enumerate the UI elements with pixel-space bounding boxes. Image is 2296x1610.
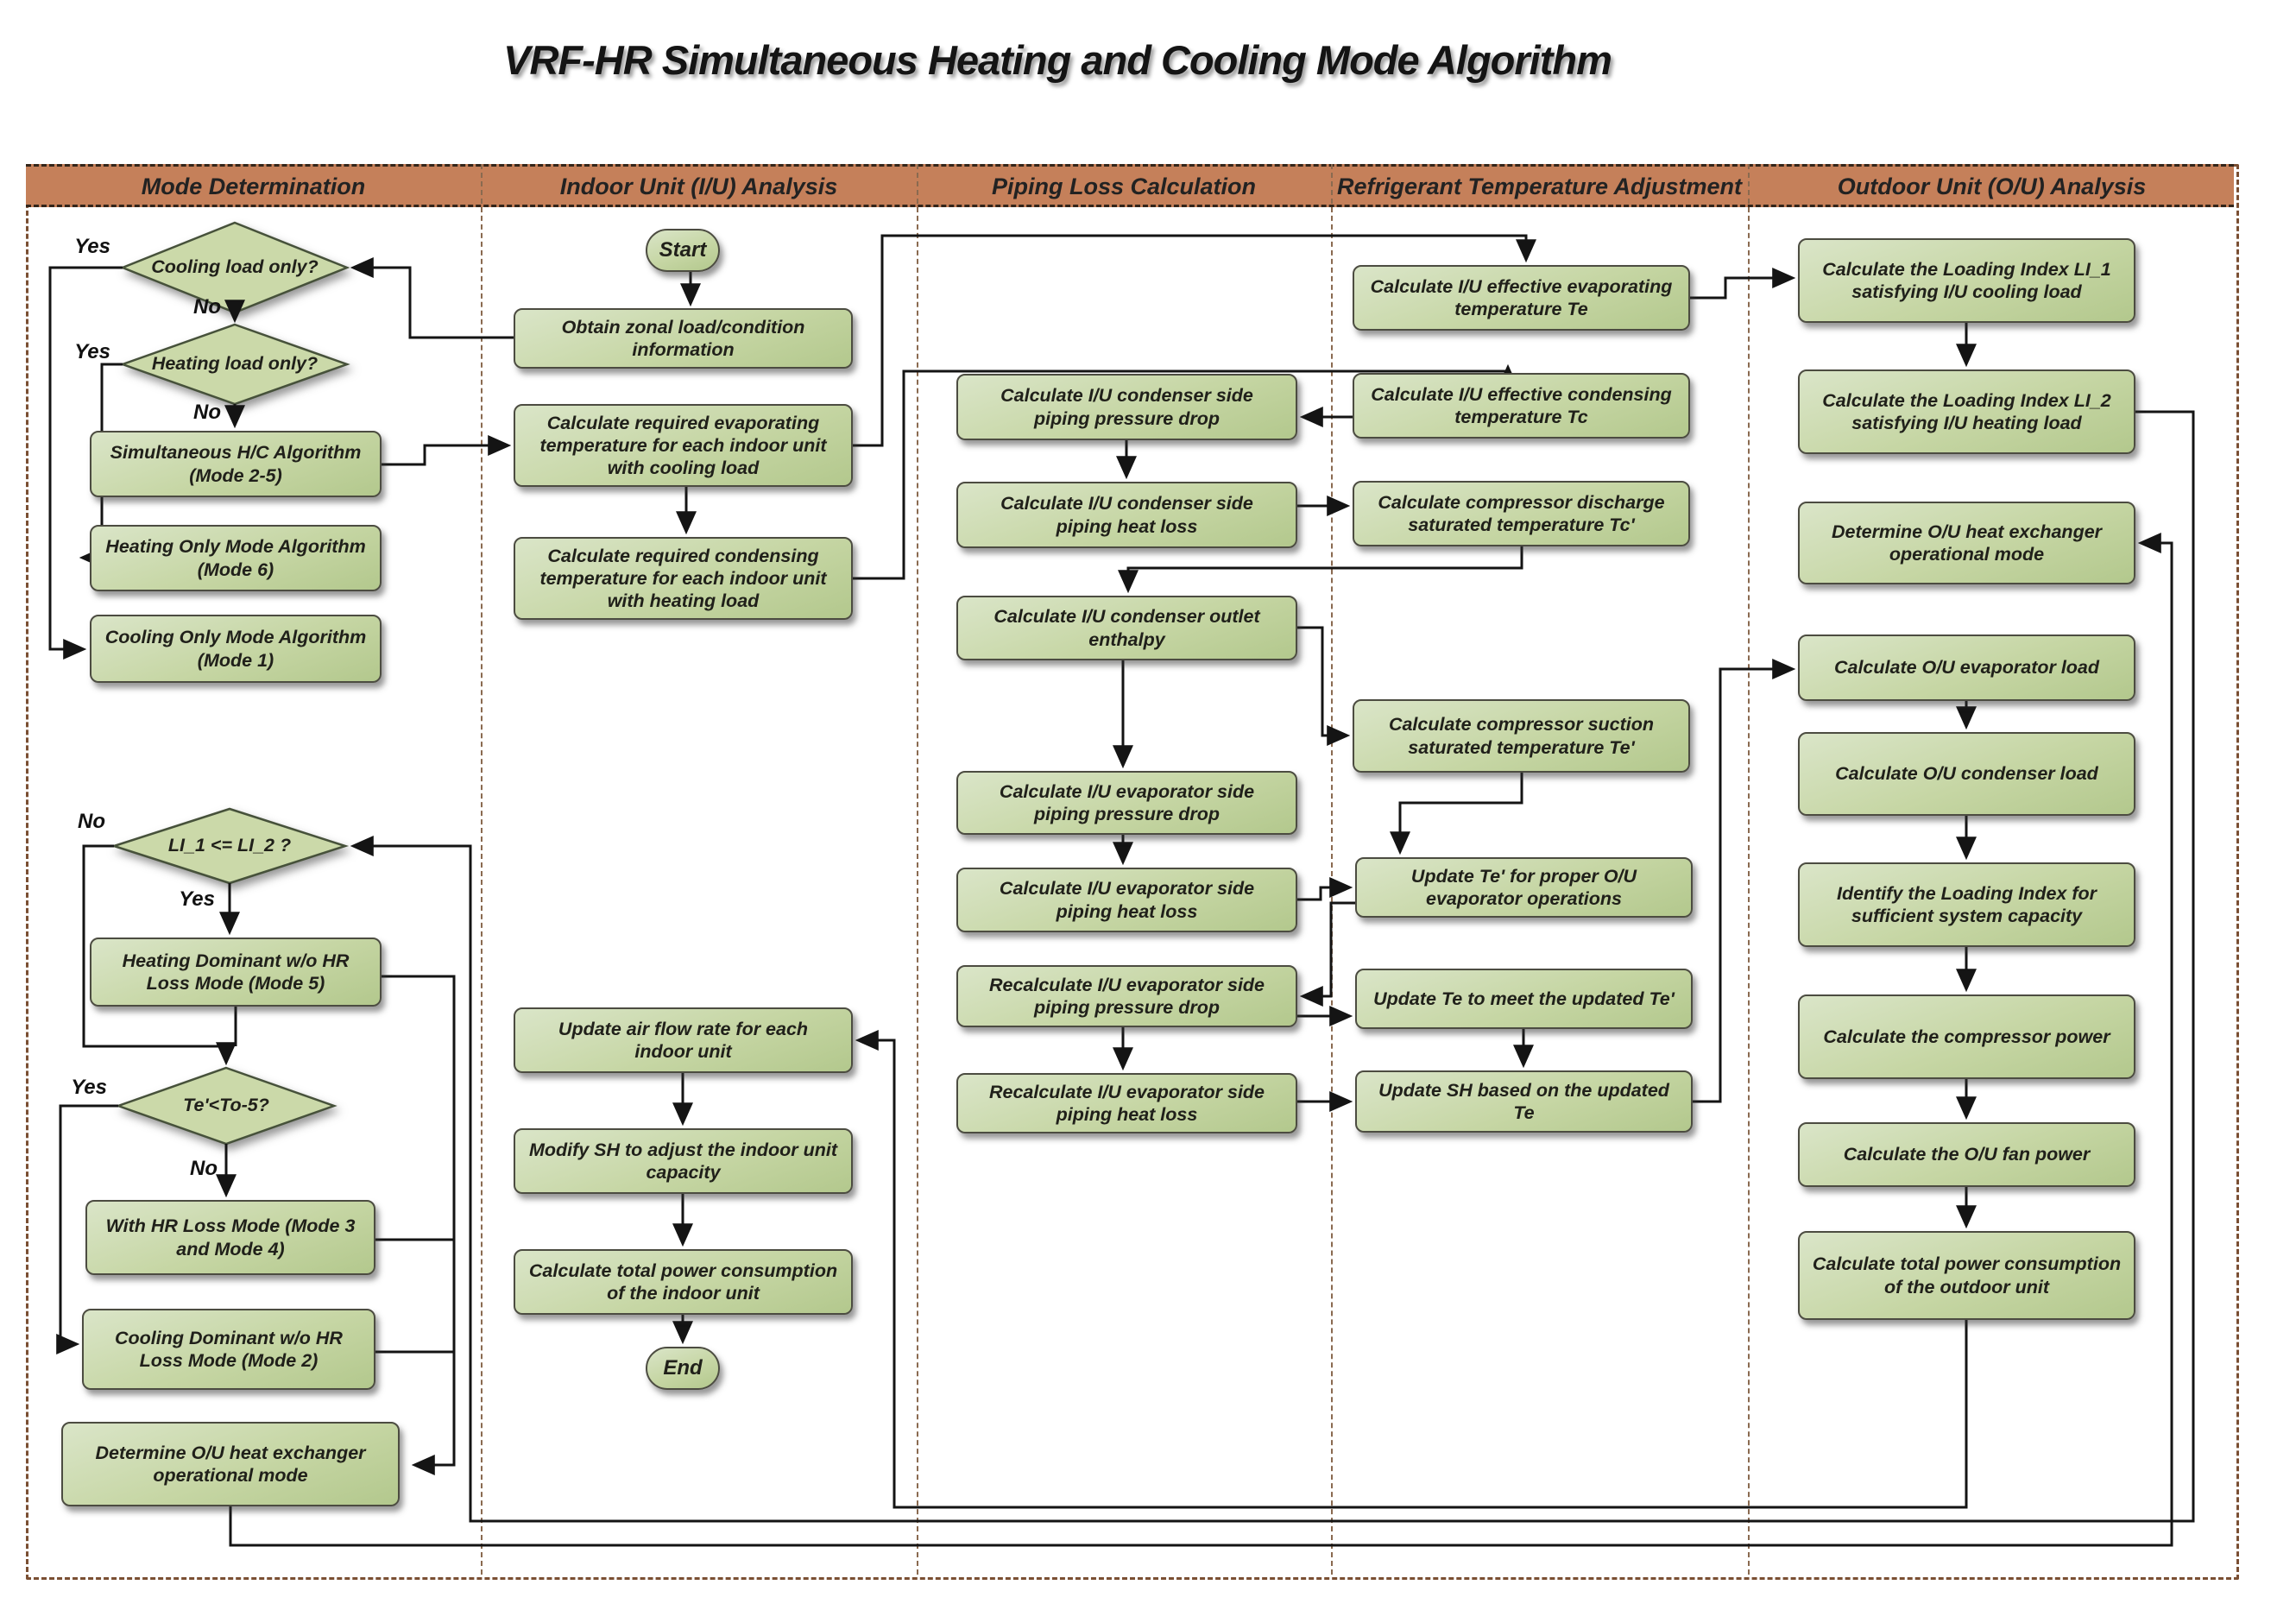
node-start: Start [646,229,720,272]
node-calc-required-cond-temp: Calculate required condensing temperatur… [514,537,853,620]
node-determine-ou-hx-mode-col5: Determine O/U heat exchanger operational… [1798,502,2135,584]
edge-te-to-li1 [1690,268,1796,300]
node-identify-loading-index: Identify the Loading Index for sufficien… [1798,862,2135,947]
node-effective-te: Calculate I/U effective evaporating temp… [1353,265,1690,331]
node-ou-evaporator-load: Calculate O/U evaporator load [1798,635,2135,701]
node-loading-index-li2: Calculate the Loading Index LI_2 satisfy… [1798,369,2135,454]
node-effective-tc: Calculate I/U effective condensing tempe… [1353,373,1690,439]
node-suction-te-prime: Calculate compressor suction saturated t… [1353,699,1690,773]
label-d2-no: No [193,401,221,424]
lane-divider-1 [481,164,483,1575]
edge-te-prime-to-update-te-prime [1390,773,1523,856]
edge-evap-heat-loss-to-update-te-prime [1297,877,1353,901]
label-d4-yes: Yes [71,1076,107,1099]
node-heating-load-only: Heating load only? [151,353,319,375]
edge-update-sh-to-ou-evap-load [1693,659,1796,1103]
lane-header-band [26,164,2234,207]
lane-title-piping-loss: Piping Loss Calculation [991,174,1257,199]
node-recalc-evap-heat-loss: Recalculate I/U evaporator side piping h… [956,1073,1297,1133]
label-d3-yes: Yes [179,887,215,911]
node-cond-piping-heat-loss: Calculate I/U condenser side piping heat… [956,482,1297,548]
label-d2-yes: Yes [74,340,110,363]
node-end: End [646,1347,720,1390]
node-cooling-load-only: Cooling load only? [151,256,319,278]
edge-calc-evap-to-effective-te [853,234,1536,447]
edge-d4-yes-to-mode2 [56,1104,118,1354]
node-heating-only-mode: Heating Only Mode Algorithm (Mode 6) [90,525,382,591]
node-compressor-power: Calculate the compressor power [1798,994,2135,1079]
node-loading-index-li1: Calculate the Loading Index LI_1 satisfy… [1798,238,2135,323]
edge-li2-loop-to-d3 [350,410,2195,1523]
node-calc-required-evap-temp: Calculate required evaporating temperatu… [514,404,853,487]
label-d3-no: No [78,810,105,833]
node-with-hr-loss-mode34: With HR Loss Mode (Mode 3 and Mode 4) [85,1200,375,1275]
node-update-te: Update Te to meet the updated Te' [1355,969,1693,1029]
node-obtain-zonal-info: Obtain zonal load/condition information [514,308,853,369]
edge-d1-yes-to-cooling-only-mode [48,266,123,660]
node-li1-le-li2: LI_1 <= LI_2 ? [167,835,292,856]
node-total-power-iu: Calculate total power consumption of the… [514,1249,853,1315]
node-determine-ou-hx-mode-col1: Determine O/U heat exchanger operational… [61,1422,400,1506]
label-d1-no: No [193,295,221,319]
edge-update-te-prime-to-recalc-pd [1299,901,1355,1007]
node-ou-fan-power: Calculate the O/U fan power [1798,1122,2135,1187]
edge-enthalpy-to-te-prime [1297,626,1351,746]
node-cooling-only-mode: Cooling Only Mode Algorithm (Mode 1) [90,615,382,683]
edge-tc-prime-to-outlet-enthalpy [1118,546,1523,594]
node-discharge-tc-prime: Calculate compressor discharge saturated… [1353,481,1690,546]
lane-divider-4 [1748,164,1750,1575]
node-cond-outlet-enthalpy: Calculate I/U condenser outlet enthalpy [956,596,1297,660]
lane-divider-2 [917,164,918,1575]
label-d1-yes: Yes [74,235,110,258]
lane-title-outdoor-unit: Outdoor Unit (O/U) Analysis [1837,174,2147,199]
node-evap-piping-heat-loss: Calculate I/U evaporator side piping hea… [956,868,1297,932]
node-recalc-evap-pressure-drop: Recalculate I/U evaporator side piping p… [956,965,1297,1027]
edge-obtain-to-cooling-only-q [350,257,514,339]
node-update-sh: Update SH based on the updated Te [1355,1070,1693,1133]
lane-title-refrigerant-temp: Refrigerant Temperature Adjustment [1336,174,1743,199]
diagram-title: VRF-HR Simultaneous Heating and Cooling … [503,37,1612,83]
lane-title-indoor-unit: Indoor Unit (I/U) Analysis [559,174,838,199]
label-d4-no: No [190,1157,218,1180]
node-ou-condenser-load: Calculate O/U condenser load [1798,732,2135,816]
node-evap-piping-pressure-drop: Calculate I/U evaporator side piping pre… [956,771,1297,835]
node-update-airflow: Update air flow rate for each indoor uni… [514,1007,853,1073]
edge-total-power-ou-to-update-airflow [855,1030,1968,1509]
node-heating-dominant-mode5: Heating Dominant w/o HR Loss Mode (Mode … [90,938,382,1007]
node-update-te-prime: Update Te' for proper O/U evaporator ope… [1355,857,1693,918]
node-total-power-ou: Calculate total power consumption of the… [1798,1231,2135,1320]
edge-mode5-to-determine-ou-col1 [381,975,456,1475]
lane-divider-3 [1331,164,1333,1575]
node-simultaneous-hc: Simultaneous H/C Algorithm (Mode 2-5) [90,431,382,497]
node-cond-piping-pressure-drop: Calculate I/U condenser side piping pres… [956,374,1297,440]
node-te-lt-to5: Te'<To-5? [183,1095,269,1116]
lane-title-mode-determination: Mode Determination [141,174,366,199]
edge-calc-cond-to-effective-tc [853,363,1518,580]
edge-simultaneous-to-calc-evap [382,435,512,466]
edge-determine-ou-col1-to-ou-mode [229,533,2173,1547]
node-cooling-dominant-mode2: Cooling Dominant w/o HR Loss Mode (Mode … [82,1309,375,1390]
edge-d3-no-to-d4 [82,844,237,1066]
node-modify-sh: Modify SH to adjust the indoor unit capa… [514,1128,853,1194]
